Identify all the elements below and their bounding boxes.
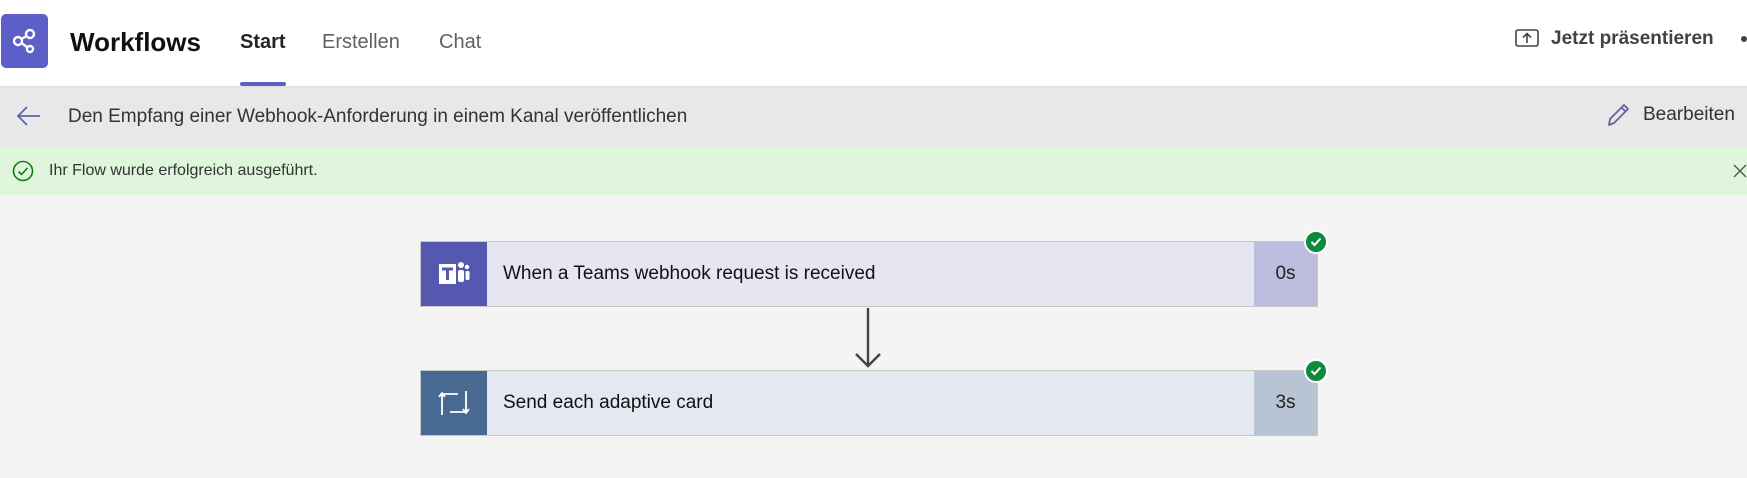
success-banner: Ihr Flow wurde erfolgreich ausgeführt. <box>0 147 1747 195</box>
flow-step-trigger[interactable]: When a Teams webhook request is received… <box>420 241 1318 307</box>
workflows-logo-icon <box>1 14 48 68</box>
step-label: Send each adaptive card <box>503 392 714 413</box>
pencil-icon <box>1608 104 1629 126</box>
present-now-button[interactable]: Jetzt präsentieren <box>1515 28 1714 50</box>
tab-erstellen[interactable]: Erstellen <box>322 31 400 53</box>
step-duration: 3s <box>1254 371 1317 435</box>
success-badge-icon <box>1304 359 1328 383</box>
flow-toolbar: Den Empfang einer Webhook-Anforderung in… <box>0 87 1747 147</box>
flow-title: Den Empfang einer Webhook-Anforderung in… <box>68 106 688 127</box>
app-header: Workflows Start Erstellen Chat Jetzt prä… <box>0 0 1747 87</box>
flow-step-apply-to-each[interactable]: Send each adaptive card 3s <box>420 370 1318 436</box>
loop-icon <box>421 371 487 435</box>
active-tab-indicator <box>240 82 286 86</box>
step-label: When a Teams webhook request is received <box>503 263 876 284</box>
app-title: Workflows <box>70 27 201 57</box>
edit-button[interactable]: Bearbeiten <box>1605 102 1735 128</box>
connector-arrow-icon <box>855 308 881 368</box>
edit-label: Bearbeiten <box>1643 104 1735 125</box>
teams-icon <box>421 242 487 306</box>
success-message: Ihr Flow wurde erfolgreich ausgeführt. <box>49 162 318 179</box>
success-check-icon <box>12 160 34 182</box>
more-options-icon[interactable] <box>1741 36 1747 42</box>
tab-start[interactable]: Start <box>240 31 286 53</box>
step-duration: 0s <box>1254 242 1317 306</box>
tab-chat[interactable]: Chat <box>439 31 482 53</box>
share-screen-icon <box>1515 29 1539 47</box>
close-icon[interactable] <box>1733 164 1747 178</box>
success-badge-icon <box>1304 230 1328 254</box>
back-arrow-icon[interactable] <box>16 105 42 132</box>
present-now-label: Jetzt präsentieren <box>1551 28 1714 49</box>
